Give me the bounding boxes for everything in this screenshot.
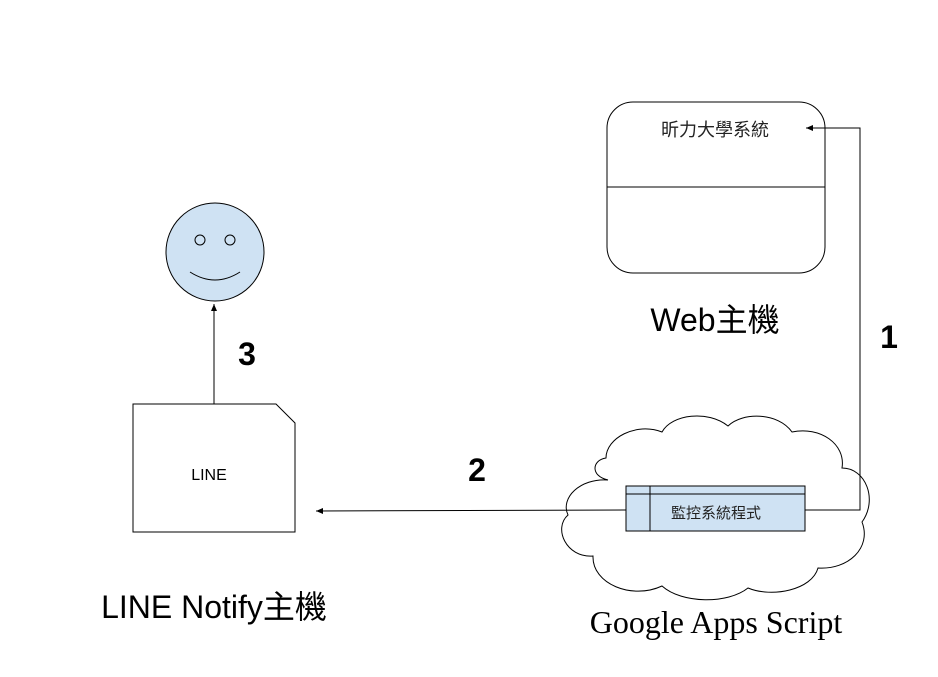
smiley-face-icon	[165, 202, 265, 302]
line-doc-label: LINE	[191, 467, 227, 484]
line-host: LINE LINE Notify主機	[101, 403, 327, 625]
monitor-program-label: 監控系統程式	[671, 504, 761, 522]
step-3-label: 3	[238, 336, 256, 372]
arrow-step-2	[315, 507, 627, 514]
arrow-step-1	[805, 125, 861, 511]
smiley-left-eye	[194, 234, 206, 246]
smiley-right-eye	[224, 234, 236, 246]
user-smiley-icon	[165, 202, 265, 302]
web-host: 昕力大學系統 Web主機	[606, 101, 826, 338]
step-1-label: 1	[880, 319, 898, 355]
document-icon	[132, 403, 296, 533]
line-host-caption: LINE Notify主機	[101, 589, 327, 625]
web-system-label: 昕力大學系統	[661, 120, 769, 141]
web-host-caption: Web主機	[650, 302, 779, 338]
gas-cloud: 監控系統程式 Google Apps Script	[561, 415, 870, 640]
step-2-label: 2	[468, 452, 486, 488]
gas-caption: Google Apps Script	[590, 604, 843, 640]
smiley-mouth	[189, 271, 241, 281]
